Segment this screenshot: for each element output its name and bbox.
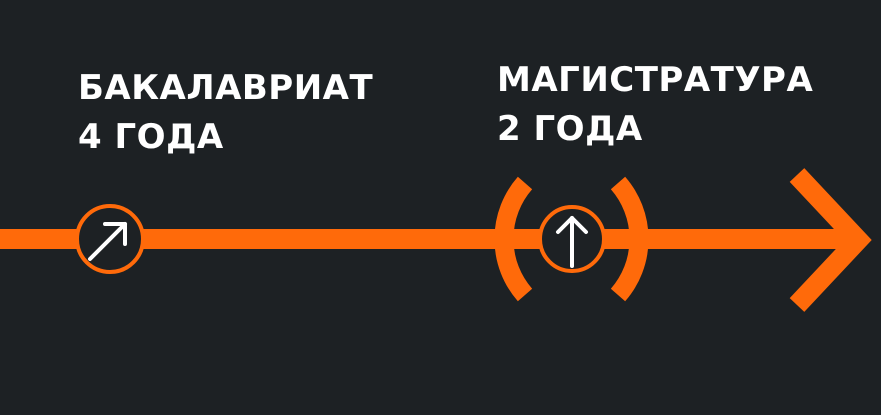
bachelor-duration: 4 ГОДА bbox=[78, 117, 224, 157]
bachelor-label: БАКАЛАВРИАТ 4 ГОДА bbox=[78, 64, 373, 162]
bachelor-title: БАКАЛАВРИАТ bbox=[78, 68, 374, 108]
parentheses-bracket-icon bbox=[494, 176, 649, 302]
timeline-arrowhead-chevron-right-icon bbox=[789, 168, 872, 312]
right-bracket bbox=[610, 176, 649, 302]
master-label: МАГИСТРАТУРА 2 ГОДА bbox=[497, 56, 813, 154]
arrow-up-right-icon bbox=[88, 222, 127, 261]
master-duration: 2 ГОДА bbox=[497, 109, 643, 149]
arrow-up-icon bbox=[556, 216, 588, 268]
master-title: МАГИСТРАТУРА bbox=[497, 60, 814, 100]
bachelor-milestone-marker bbox=[75, 204, 145, 274]
left-bracket bbox=[494, 176, 533, 302]
master-milestone-marker bbox=[538, 205, 606, 273]
